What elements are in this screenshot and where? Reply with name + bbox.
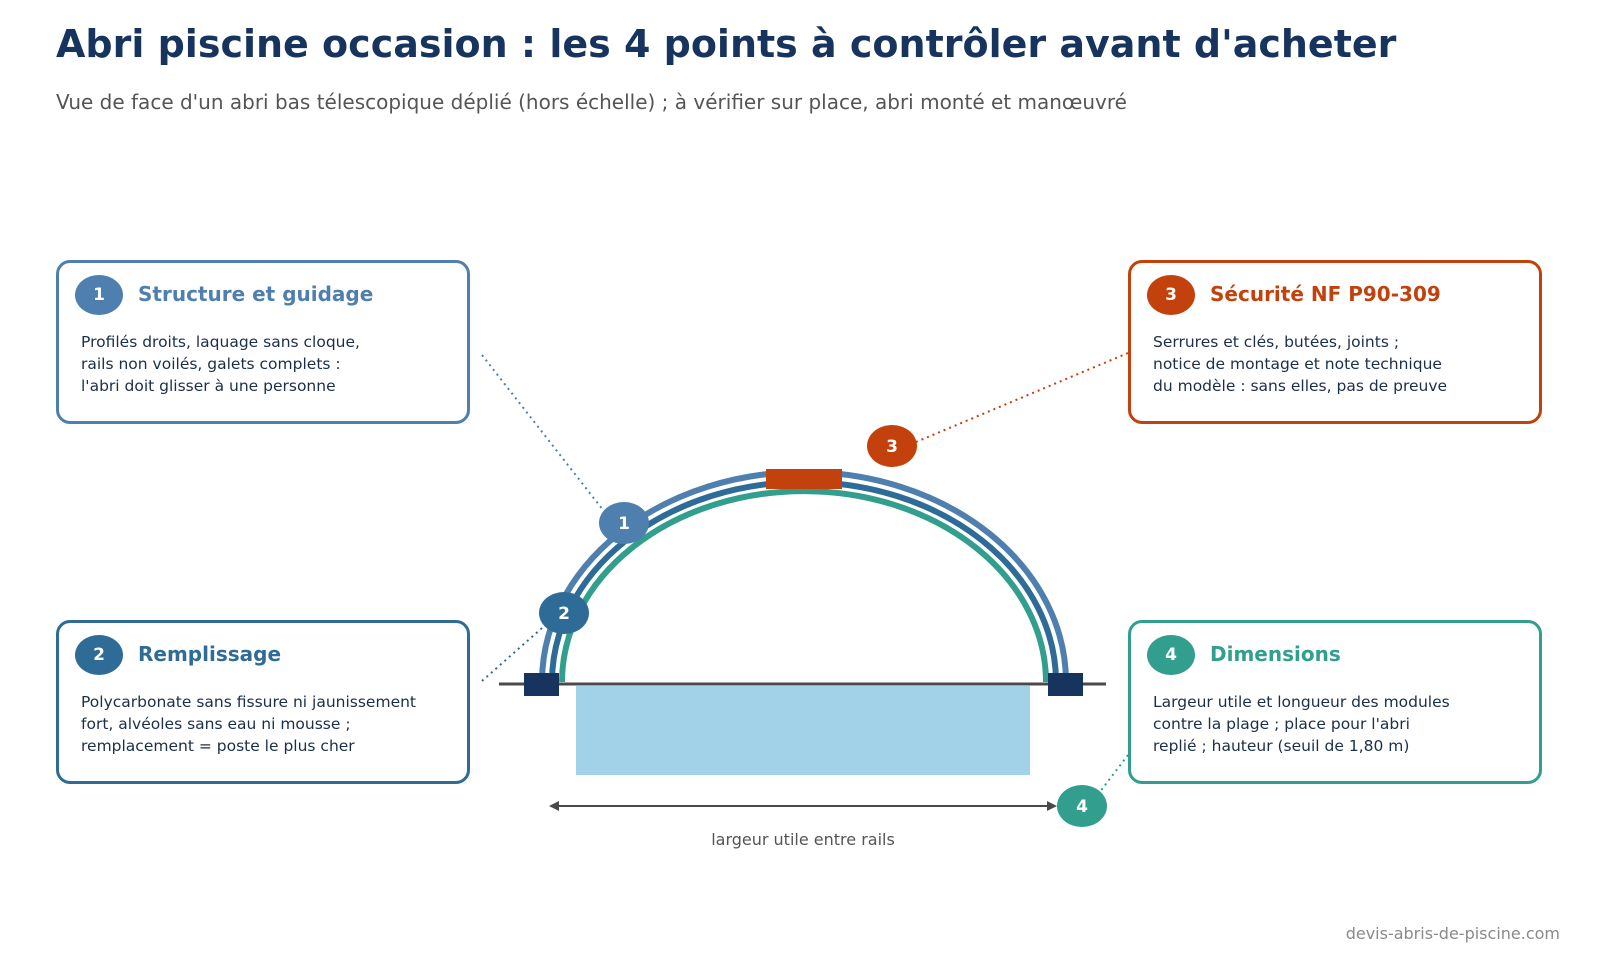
card-line: Largeur utile et longueur des modules [1153, 693, 1450, 711]
footer-credit: devis-abris-de-piscine.com [1345, 924, 1560, 943]
arch-inner [559, 488, 1049, 683]
width-label: largeur utile entre rails [711, 830, 895, 849]
card-badge: 3 [1147, 275, 1195, 315]
card-body: Profilés droits, laquage sans cloque, ra… [81, 331, 360, 397]
card-line: fort, alvéoles sans eau ni mousse ; [81, 715, 351, 733]
marker-4-label: 4 [1076, 797, 1088, 817]
card-line: du modèle : sans elles, pas de preuve [1153, 377, 1448, 395]
card-body: Serrures et clés, butées, joints ; notic… [1153, 331, 1447, 397]
rail-right [1048, 673, 1083, 696]
card-title: Dimensions [1210, 642, 1341, 666]
card-title: Remplissage [138, 642, 282, 666]
marker-3-label: 3 [886, 437, 898, 457]
card-line: notice de montage et note technique [1153, 355, 1442, 373]
marker-4: 4 [1057, 785, 1107, 827]
card-remplissage: 2 Remplissage Polycarbonate sans fissure… [56, 620, 470, 784]
marker-2: 2 [539, 592, 589, 634]
page-subtitle: Vue de face d'un abri bas télescopique d… [56, 90, 1127, 114]
leader-line-1 [481, 354, 604, 511]
card-body: Polycarbonate sans fissure ni jaunisseme… [81, 691, 416, 757]
card-securite: 3 Sécurité NF P90-309 Serrures et clés, … [1128, 260, 1542, 424]
marker-1-label: 1 [618, 514, 630, 534]
leader-line-2 [481, 627, 543, 682]
card-line: l'abri doit glisser à une personne [81, 377, 336, 395]
marker-1: 1 [599, 502, 649, 544]
marker-2-label: 2 [558, 604, 570, 624]
card-line: contre la plage ; place pour l'abri [1153, 715, 1410, 733]
card-line: Serrures et clés, butées, joints ; [1153, 333, 1400, 351]
safety-lock-block [766, 469, 842, 489]
page-title: Abri piscine occasion : les 4 points à c… [56, 22, 1397, 66]
leader-line-3 [915, 352, 1129, 443]
card-structure: 1 Structure et guidage Profilés droits, … [56, 260, 470, 424]
width-arrow-head-left [549, 801, 559, 811]
card-title: Structure et guidage [138, 282, 374, 306]
card-body: Largeur utile et longueur des modules co… [1153, 691, 1450, 757]
card-title: Sécurité NF P90-309 [1210, 282, 1441, 306]
card-dimensions: 4 Dimensions Largeur utile et longueur d… [1128, 620, 1542, 784]
card-line: replié ; hauteur (seuil de 1,80 m) [1153, 737, 1410, 755]
card-badge: 1 [75, 275, 123, 315]
card-line: Polycarbonate sans fissure ni jaunisseme… [81, 693, 417, 711]
card-line: Profilés droits, laquage sans cloque, [81, 333, 360, 351]
card-line: remplacement = poste le plus cher [81, 737, 355, 755]
marker-3: 3 [867, 425, 917, 467]
rail-left [524, 673, 559, 696]
card-line: rails non voilés, galets complets : [81, 355, 341, 373]
leader-line-4 [1095, 754, 1129, 798]
card-badge: 4 [1147, 635, 1195, 675]
card-badge: 2 [75, 635, 123, 675]
width-arrow-head-right [1047, 801, 1057, 811]
pool-water [576, 686, 1030, 775]
